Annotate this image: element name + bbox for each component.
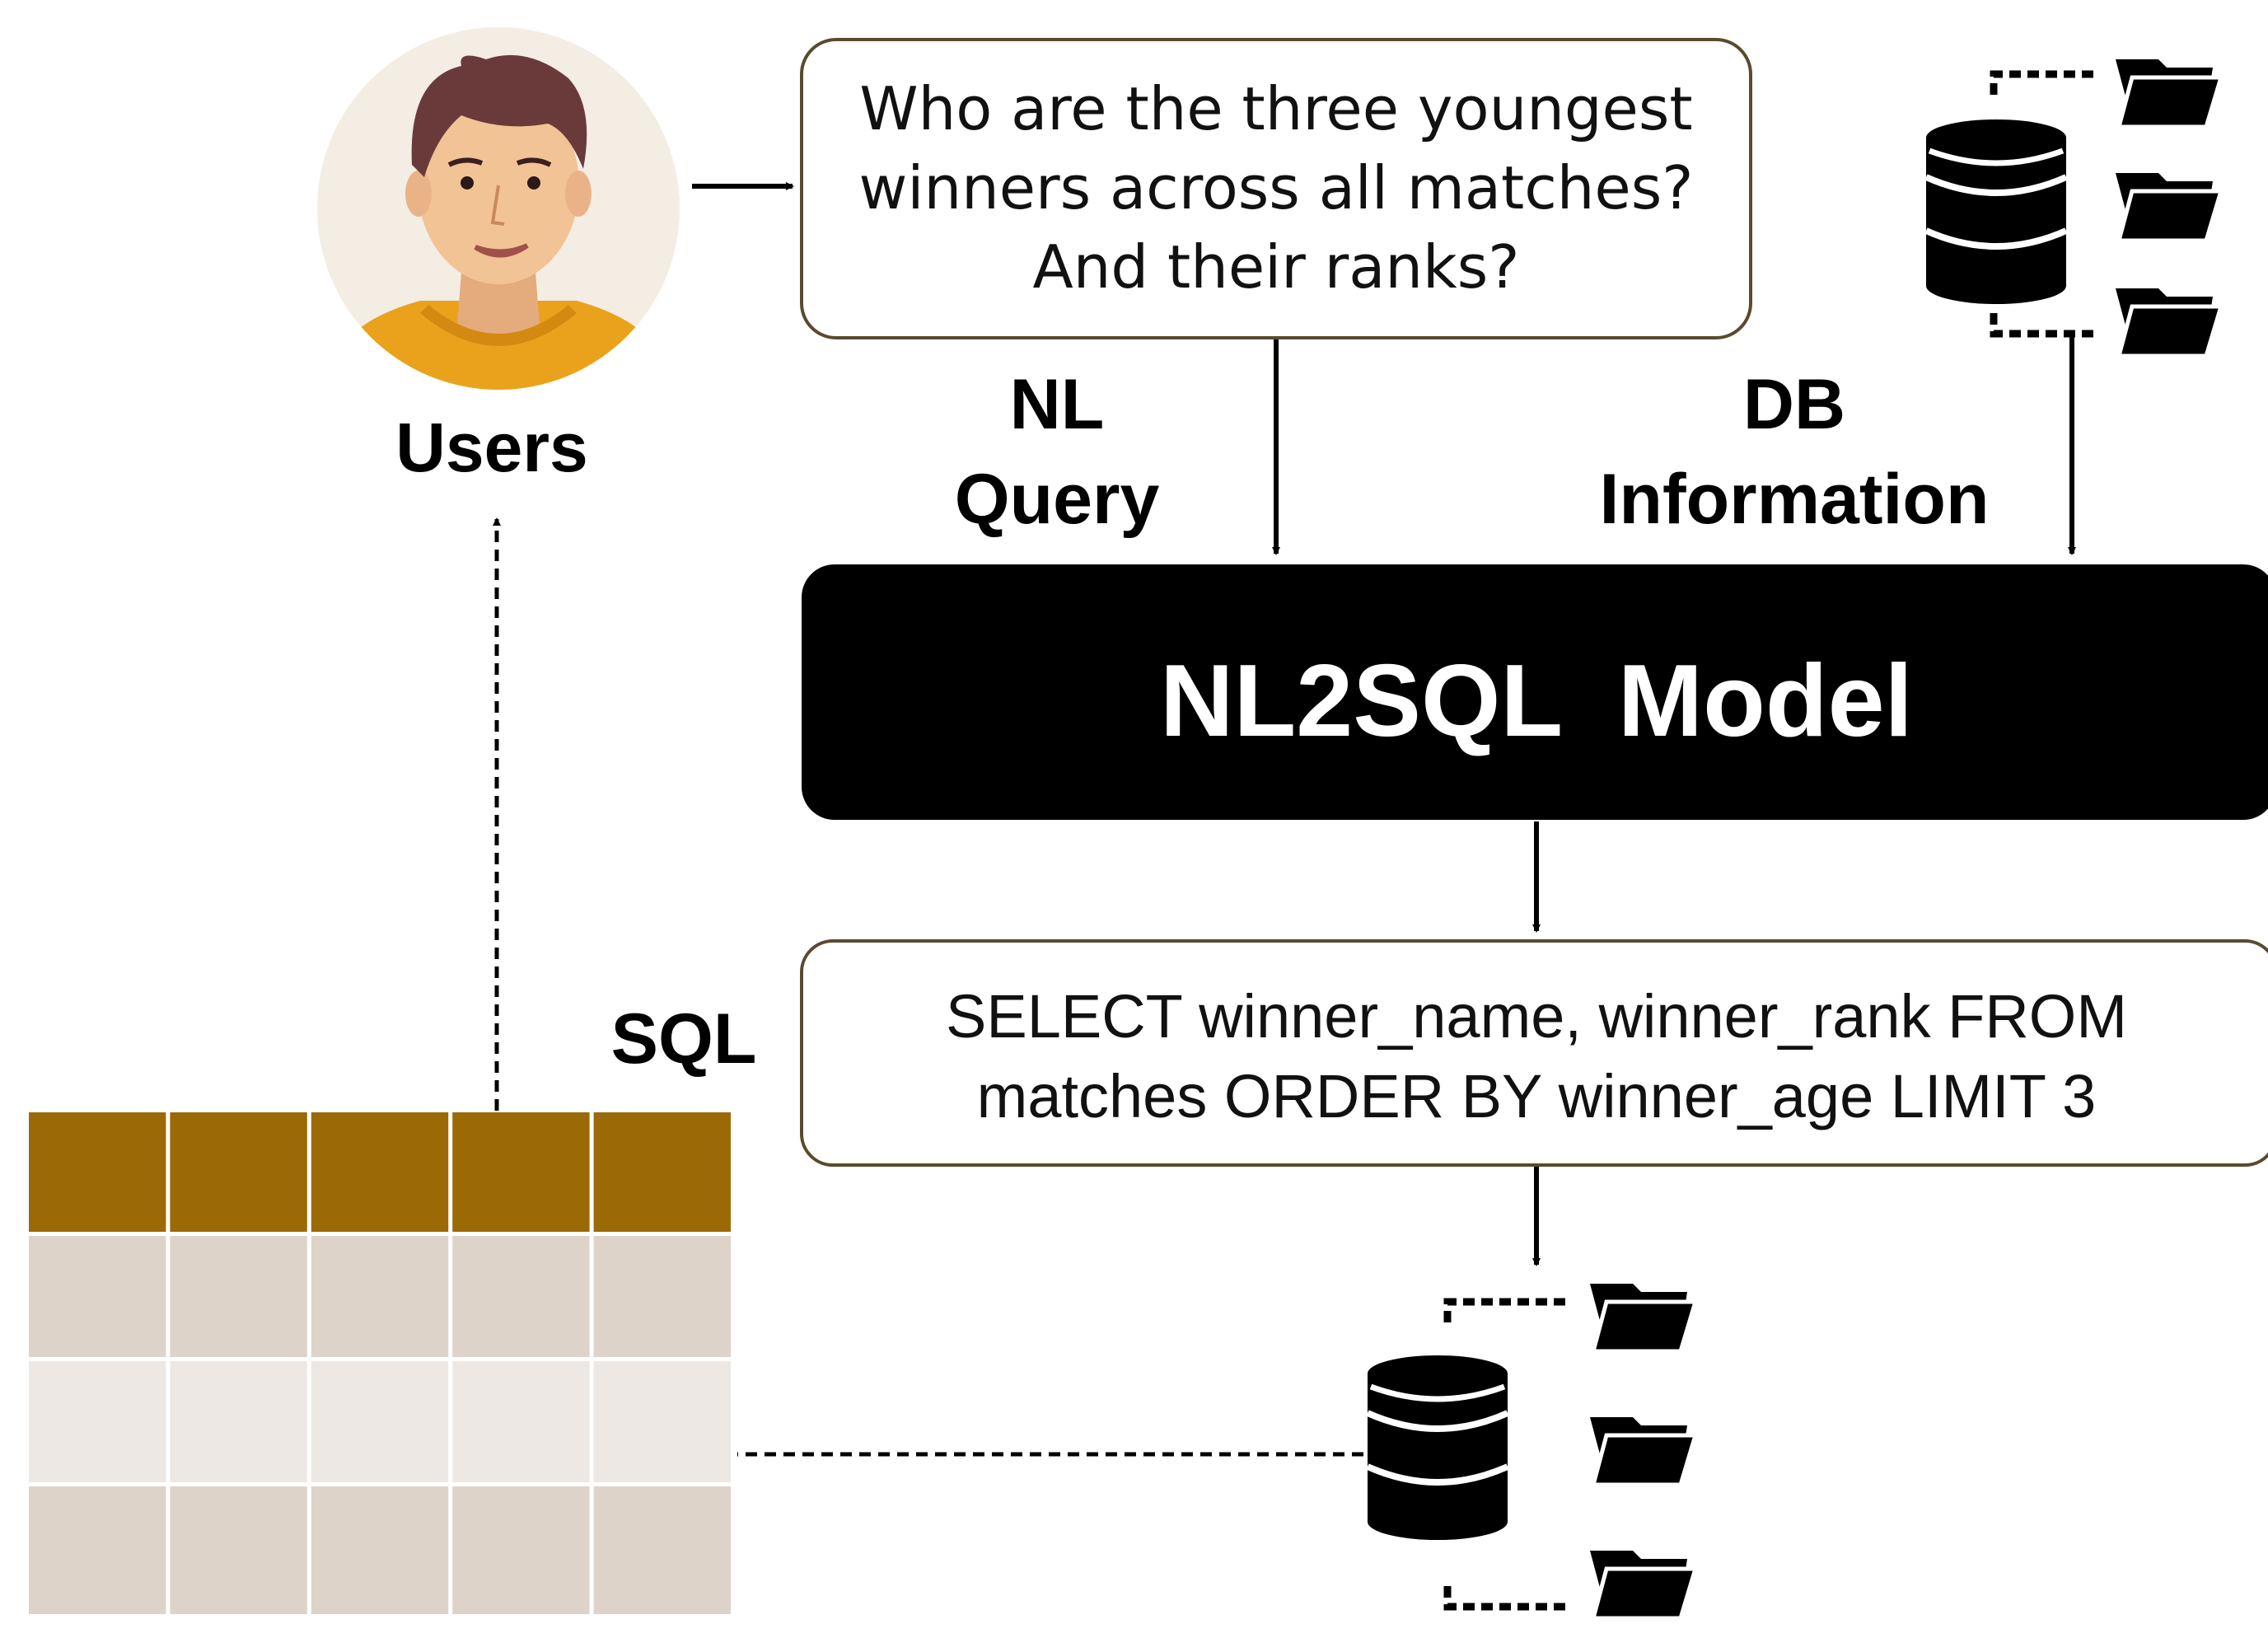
table-cell [311,1486,449,1614]
folder-icon [2116,288,2221,356]
table-cell [452,1361,590,1482]
table-cell [452,1486,590,1614]
table-cell [311,1236,449,1357]
database-icon [1926,119,2066,304]
table-cell [29,1361,166,1482]
table-cell [29,1236,166,1357]
question-text: Who are the three youngest winners acros… [859,74,1694,302]
sql-label: SQL [611,999,757,1079]
question-line: Who are the three youngest [859,74,1692,143]
table-header-cell [170,1112,307,1232]
db-information-label: DB Information [1600,365,1990,539]
folder-icon [1590,1284,1695,1351]
table-cell [170,1236,307,1357]
table-cell [170,1486,307,1614]
svg-text:Query: Query [955,460,1160,539]
table-header-cell [452,1112,590,1232]
user-avatar-icon [317,27,680,390]
db-folder-connectors [1443,1298,1565,1611]
table-header-cell [29,1112,166,1232]
table-cell [593,1236,731,1357]
db-folder-connectors [1990,70,2097,338]
svg-text:DB: DB [1743,365,1845,444]
question-box [800,38,1752,339]
table-cell [29,1486,166,1614]
table-cell [593,1486,731,1614]
sql-box [800,939,2268,1167]
question-line: winners across all matches? [859,153,1694,222]
database-icon [1368,1355,1508,1540]
nl2sql-model-block [802,564,2268,820]
folder-icon [1590,1551,1695,1618]
table-header-cell [593,1112,731,1232]
folder-icon [2116,59,2221,127]
sql-line: matches ORDER BY winner_age LIMIT 3 [977,1062,2097,1130]
sql-text: SELECT winner_name, winner_rank FROM mat… [946,982,2127,1130]
svg-text:Information: Information [1600,460,1990,539]
table-cell [311,1361,449,1482]
question-line: And their ranks? [1033,232,1520,302]
nl-query-label: NL Query [955,365,1160,539]
sql-line: SELECT winner_name, winner_rank FROM [946,982,2127,1051]
users-label: Users [395,409,588,486]
table-header-cell [311,1112,449,1232]
folder-icon [2116,173,2221,241]
table-cell [170,1361,307,1482]
table-cell [452,1236,590,1357]
svg-text:NL: NL [1010,365,1105,444]
table-cell [593,1361,731,1482]
folder-icon [1590,1417,1695,1485]
result-table-icon [29,1112,731,1614]
nl2sql-model-label: NL2SQL Model [1160,644,1913,758]
